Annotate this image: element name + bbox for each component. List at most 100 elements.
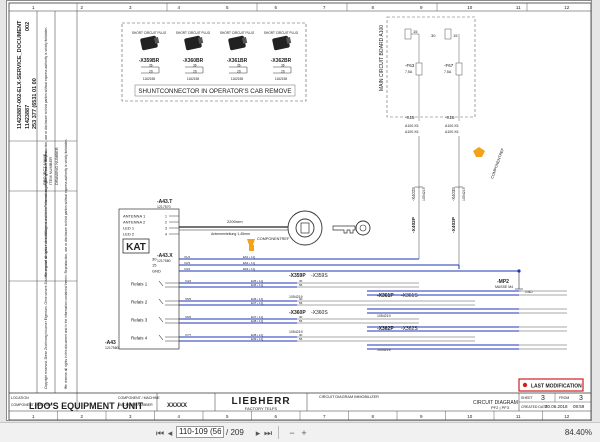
antenna-and-key: 2200mm Antennenleitung 1,45mm — [179, 210, 371, 246]
column-number: 4 — [177, 414, 180, 419]
column-number: 2 — [80, 5, 83, 10]
svg-text:CREATED DATE: CREATED DATE — [521, 405, 548, 409]
svg-text:COMPONENTREF: COMPONENTREF — [490, 147, 505, 179]
column-number: 7 — [323, 5, 326, 10]
svg-text:E61 • 1Q: E61 • 1Q — [243, 255, 256, 259]
plug-id: -X360BR — [183, 58, 204, 64]
plug-part: 1162198 — [187, 77, 199, 81]
svg-text:X5/5: X5/5 — [185, 297, 192, 301]
kat-antenna-label: LED 1 — [123, 226, 135, 231]
antenna-wire-length: 2200mm — [227, 219, 243, 224]
zoom-level[interactable]: 84.40% — [564, 428, 592, 437]
left-info-strip: 11423887-002-ELX-SERVICE_DOCUMENT 114238… — [9, 11, 78, 393]
power-bus: -MP2 MASSE M4 GND — [179, 258, 533, 294]
zoom-out-icon[interactable]: − — [289, 428, 295, 438]
fuse-f67: -F67 — [444, 63, 454, 68]
toolbar-divider — [278, 426, 279, 439]
svg-text:-X359S: -X359S — [311, 273, 328, 279]
doc-title-vertical: 11423887-002-ELX-SERVICE_DOCUMENT — [17, 20, 23, 129]
sheet-total: 3 — [579, 395, 583, 402]
drawing-number-label: DRAWING NUMBER — [54, 147, 59, 185]
kat-module-id: -A43.T — [157, 199, 172, 205]
column-number: 1 — [32, 5, 35, 10]
plug-pin: 36 — [281, 63, 285, 67]
svg-text:A100.X5: A100.X5 — [405, 124, 418, 128]
column-number: 9 — [420, 414, 423, 419]
previous-page-icon[interactable]: ◂ — [167, 428, 173, 438]
connector-x403p: -X403P — [451, 216, 457, 233]
svg-text:1217580: 1217580 — [105, 346, 119, 350]
doc-suffix-vertical: 002 — [25, 22, 31, 31]
svg-text:X3/4: X3/4 — [184, 267, 191, 271]
svg-text:FROM: FROM — [559, 396, 569, 400]
column-number: 5 — [226, 414, 229, 419]
connector-x360p: -X360P — [289, 310, 306, 316]
main-circuit-board: MAIN CIRCUIT BOARD A100 15 -F63 7,5A -X1… — [379, 16, 476, 134]
page-number-input[interactable] — [176, 426, 224, 438]
svg-text:56: 56 — [299, 319, 303, 323]
pdf-toolbar: ⏮ ◂ / 209 ▸ ⏭ − + 84.40% — [0, 422, 600, 442]
diagram-name: CIRCUIT DIAGRAM — [473, 400, 518, 406]
shunt-connector-box: SHORT CIRCUIT PLUG-X359BR362S1162198SHOR… — [121, 22, 307, 102]
svg-text:-X360S: -X360S — [311, 310, 328, 316]
column-number: 10 — [467, 414, 473, 419]
svg-text:LAST MODIFICATION: LAST MODIFICATION — [531, 384, 582, 390]
drawing-number-vertical: 253 377 (6531 01 00 — [32, 78, 38, 129]
project-name-label: PROJECT NAME — [42, 153, 47, 185]
plug-caption: SHORT CIRCUIT PLUG — [220, 31, 255, 35]
svg-text:1: 1 — [165, 215, 167, 219]
svg-text:COMPONENT / MACHINE: COMPONENT / MACHINE — [118, 396, 160, 400]
svg-text:56: 56 — [299, 283, 303, 287]
column-ruler-top — [9, 3, 591, 12]
svg-text:X7/7: X7/7 — [185, 333, 192, 337]
column-number: 10 — [467, 5, 473, 10]
svg-text:E62 • 1Q: E62 • 1Q — [243, 261, 256, 265]
svg-text:30: 30 — [299, 279, 303, 283]
column-number: 11 — [516, 414, 521, 419]
svg-text:FACTORY TELFS: FACTORY TELFS — [245, 406, 277, 411]
column-number: 6 — [274, 414, 277, 419]
kat-antenna-label: ANTENNA 2 — [123, 220, 146, 225]
plug-id: -X361BR — [227, 58, 248, 64]
plug-part: 1162198 — [143, 77, 155, 81]
svg-text:E37 • 1Q: E37 • 1Q — [251, 301, 264, 305]
warning-icon — [522, 382, 528, 388]
svg-text:E36 • 1Q: E36 • 1Q — [251, 283, 264, 287]
kat-antenna-label: ANTENNA 1 — [123, 214, 146, 219]
svg-text:PF2 | PF3: PF2 | PF3 — [491, 405, 510, 410]
kat-relay-label: Relais 2 — [131, 300, 148, 305]
svg-text:3: 3 — [165, 227, 167, 231]
component-ref-tag-right: COMPONENTREF — [473, 147, 505, 179]
module-a43: -A43 — [105, 340, 116, 346]
next-page-icon[interactable]: ▸ — [255, 428, 261, 438]
kat-power-label: GND — [152, 269, 161, 274]
page-count: / 209 — [226, 428, 244, 437]
zoom-in-icon[interactable]: + — [301, 428, 307, 438]
svg-text:1217570: 1217570 — [157, 205, 171, 209]
first-page-icon[interactable]: ⏮ — [155, 428, 165, 438]
svg-text:A100.X6: A100.X6 — [445, 130, 458, 134]
plug-pin: 2S — [193, 69, 197, 73]
svg-text:E35 • 1Q: E35 • 1Q — [251, 279, 264, 283]
shunt-box-label: SHUNTCONNECTOR IN OPERATOR'S CAB REMOVE — [138, 88, 291, 95]
kat-title: KAT — [126, 242, 146, 253]
board-feed-wires: -X402S 1054219 -X402P -X403S 1054219 -X4… — [411, 136, 466, 269]
last-page-icon[interactable]: ⏭ — [263, 428, 273, 438]
svg-text:E39 • 1Q: E39 • 1Q — [251, 337, 264, 341]
plug-caption: SHORT CIRCUIT PLUG — [132, 31, 167, 35]
short-circuit-plugs: SHORT CIRCUIT PLUG-X359BR362S1162198SHOR… — [132, 31, 299, 81]
plug-pin: 36 — [193, 63, 197, 67]
component-ref-tag-kat: COMPONENTREF — [247, 237, 290, 251]
svg-text:E36 • 1Q: E36 • 1Q — [251, 297, 264, 301]
svg-text:1054219: 1054219 — [289, 295, 303, 299]
